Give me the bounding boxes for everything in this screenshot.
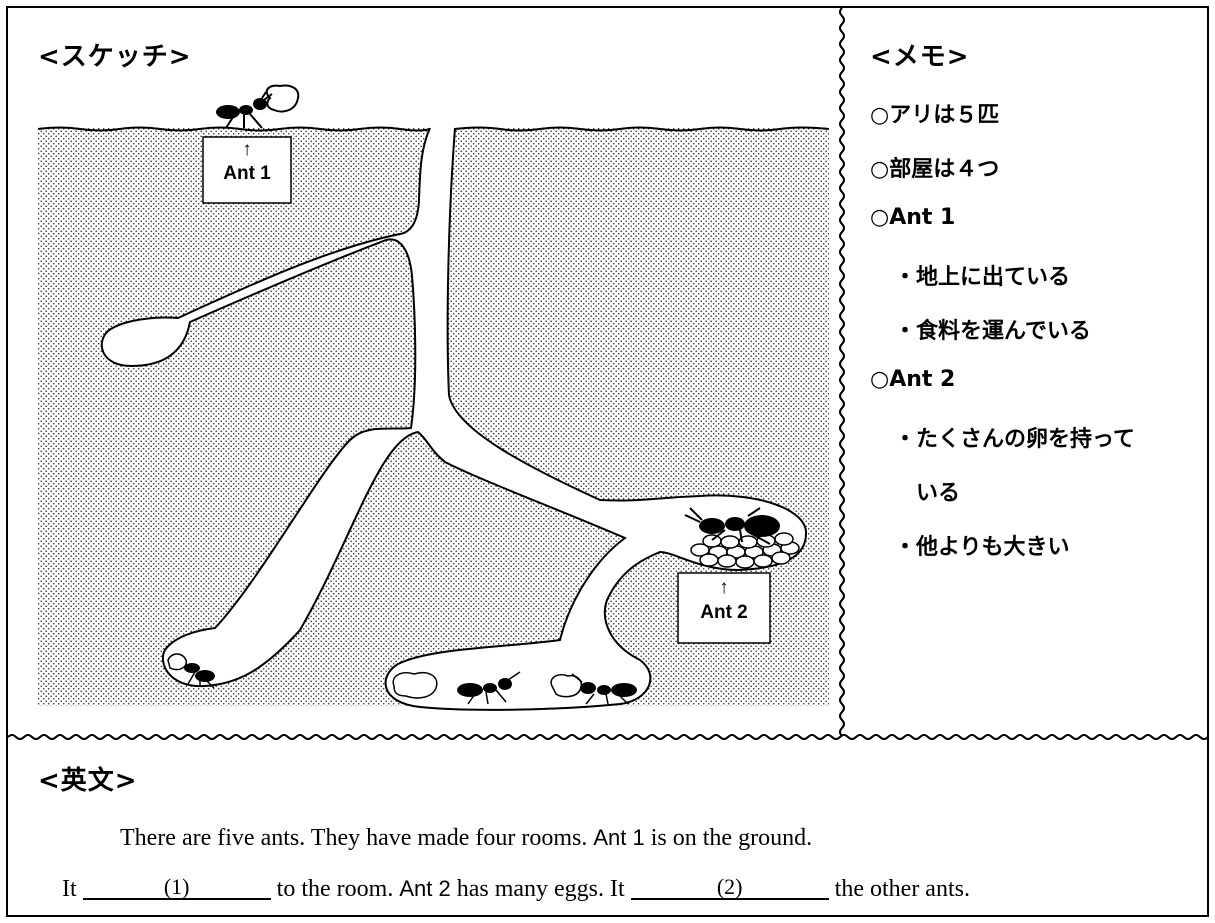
memo-line-ant1: ○Ant 1 — [870, 205, 956, 230]
memo-line-rooms: ○部屋は４つ — [870, 157, 1000, 182]
bottom-room-figures — [392, 671, 637, 705]
memo-line-ants: ○アリは５匹 — [870, 103, 1000, 128]
ant-1-label: ↑ Ant 1 — [203, 140, 291, 188]
wavy-vertical-divider — [839, 7, 845, 737]
ant-2-label-box — [677, 572, 771, 644]
ant-2-label: ↑ Ant 2 — [678, 578, 770, 628]
ant-1-label-box — [202, 136, 292, 204]
english-to-room: to the room. — [276, 876, 394, 902]
ant-2-arrow: ↑ — [719, 577, 729, 598]
memo-line-ant2-eggs: ・たくさんの卵を持って — [894, 427, 1135, 452]
ant-1-arrow: ↑ — [242, 139, 252, 160]
ant-1-figure — [216, 84, 300, 129]
english-other-ants: the other ants. — [834, 876, 970, 902]
english-line-1: There are five ants. They have made four… — [120, 825, 812, 852]
memo-title: <メモ> — [870, 42, 970, 72]
english-ant1: Ant 1 — [593, 825, 645, 850]
memo-line-ant2-bigger: ・他よりも大きい — [894, 535, 1070, 560]
memo-line-ant1-food: ・食料を運んでいる — [894, 319, 1091, 344]
memo-line-ant1-ground: ・地上に出ている — [894, 265, 1071, 290]
memo-line-ant2: ○Ant 2 — [870, 367, 956, 392]
english-sentence-b: is on the ground. — [650, 825, 813, 851]
english-it-1: It — [62, 876, 77, 902]
ground-line-right — [454, 126, 830, 132]
lower-left-ant-figure — [167, 653, 215, 689]
ant-1-text: Ant 1 — [223, 163, 271, 184]
ground-line-left — [37, 126, 431, 132]
worksheet-frame — [6, 6, 1209, 917]
sketch-title: <スケッチ> — [38, 42, 192, 72]
ant-2-figure — [684, 507, 800, 569]
english-ant2: Ant 2 — [399, 876, 451, 901]
ant-2-text: Ant 2 — [700, 602, 748, 623]
answer-blank-1[interactable]: (1) — [82, 876, 271, 900]
english-line-2: It (1) to the room. Ant 2 has many eggs.… — [62, 876, 970, 903]
memo-line-ant2-eggs-cont: いる — [916, 481, 961, 506]
english-title: <英文> — [38, 766, 138, 796]
wavy-horizontal-divider — [7, 734, 1209, 740]
tunnel-outline — [100, 127, 808, 711]
english-sentence-a: There are five ants. They have made four… — [120, 825, 588, 851]
answer-blank-2[interactable]: (2) — [630, 876, 829, 900]
english-eggs: has many eggs. It — [456, 876, 625, 902]
